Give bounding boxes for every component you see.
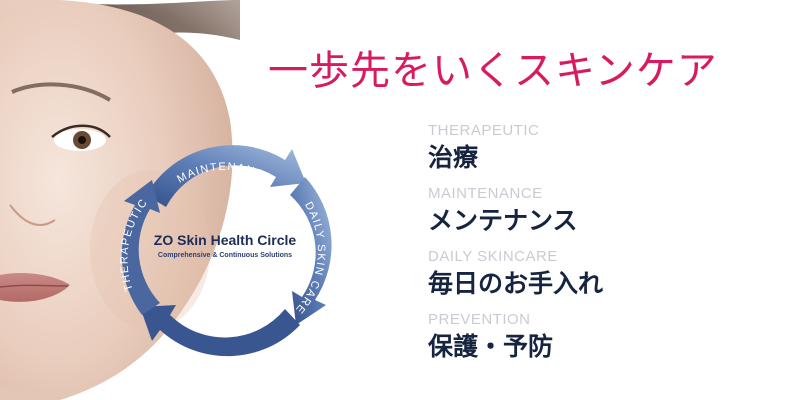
headline: 一歩先をいくスキンケア [268,48,718,94]
segment-prevention [140,305,300,357]
menu-item-daily-skincare[interactable]: DAILY SKINCARE 毎日のお手入れ [428,248,768,311]
menu-item-en: MAINTENANCE [428,185,543,202]
menu-item-prevention[interactable]: PREVENTION 保護・予防 [428,311,768,374]
menu-item-en: DAILY SKINCARE [428,248,558,265]
menu-item-en: PREVENTION [428,311,531,328]
menu-item-maintenance[interactable]: MAINTENANCE メンテナンス [428,185,768,248]
menu-item-jp: 治療 [428,143,479,172]
menu-item-jp: 保護・予防 [428,332,554,361]
segment-daily-skin-care [290,177,332,325]
circle-subtitle: Comprehensive & Continuous Solutions [158,252,292,259]
brand-logo: ZO [154,232,174,248]
segment-maintenance [146,145,306,207]
care-menu: THERAPEUTIC 治療 MAINTENANCE メンテナンス DAILY … [428,122,768,374]
circle-title: ZO Skin Health Circle [154,232,297,248]
menu-item-jp: メンテナンス [428,206,578,235]
segment-therapeutic [121,180,160,315]
menu-item-jp: 毎日のお手入れ [428,269,604,298]
face-image [0,0,420,400]
skin-health-circle: MAINTENANCE DAILY SKIN CARE PREVENTION T… [100,125,350,375]
menu-item-therapeutic[interactable]: THERAPEUTIC 治療 [428,122,768,185]
menu-item-en: THERAPEUTIC [428,122,540,139]
